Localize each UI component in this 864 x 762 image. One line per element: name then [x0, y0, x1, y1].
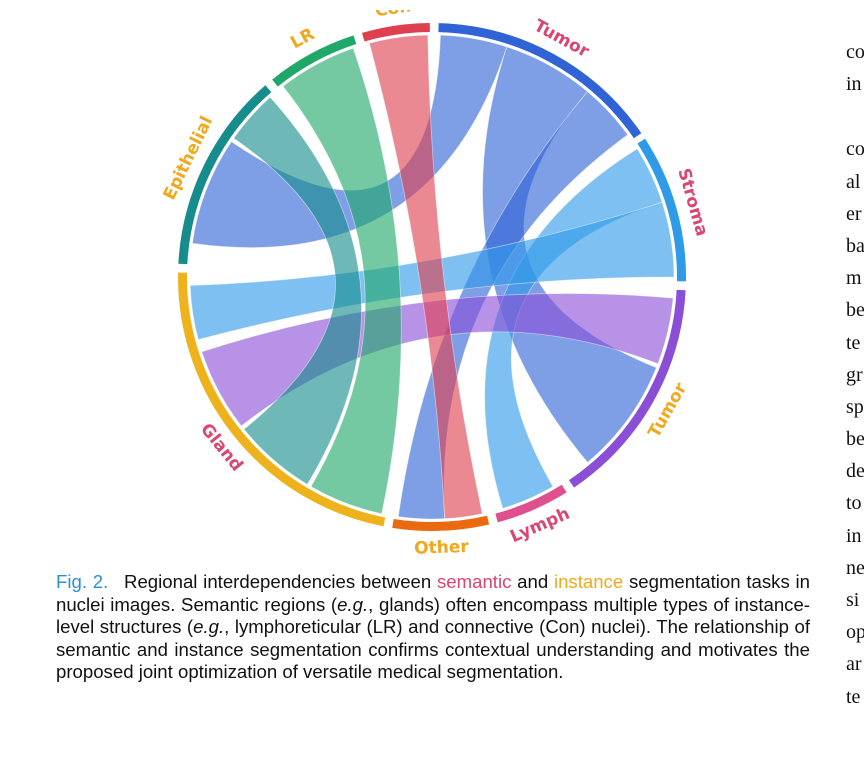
caption-eg-2: e.g.: [193, 616, 225, 637]
arcs-layer: [178, 23, 686, 531]
side-line: ne: [846, 556, 864, 579]
ribbons-layer: [189, 34, 675, 520]
side-line: ba: [846, 234, 864, 257]
chord-diagram: TumorStromaTumorLymphOtherGlandEpithelia…: [160, 10, 712, 559]
side-line: al: [846, 170, 861, 193]
caption-text-3: segmentation tasks in nuclei images. Sem…: [56, 571, 810, 615]
side-line: be: [846, 428, 864, 451]
side-line: er: [846, 202, 862, 225]
ribbon-epithelial-gland: [233, 96, 362, 485]
figure-label: Fig. 2.: [56, 571, 109, 592]
side-line: co: [846, 41, 864, 63]
ribbon-tumor_sem-epithelial: [191, 34, 508, 248]
caption-text-4: , glands) often encompass multiple types…: [56, 593, 810, 638]
arc-tumor_ins: [569, 289, 686, 488]
arc-tumor_sem: [438, 23, 642, 139]
arc-label-lr: LR: [287, 24, 318, 53]
caption-text-1: Regional interdependencies between: [124, 571, 437, 592]
side-line: be: [846, 299, 864, 322]
side-line: to: [846, 492, 862, 515]
side-line: sp: [846, 395, 864, 418]
side-line: co: [846, 138, 864, 161]
arc-epithelial: [178, 85, 272, 265]
adjacent-column-text: co in co al er ba m be te gr sp be de to…: [846, 36, 864, 713]
ribbon-tumor_ins-gland: [201, 293, 674, 427]
side-line: de: [846, 460, 864, 483]
side-line: si: [846, 589, 860, 611]
ribbon-con-other: [368, 34, 483, 520]
side-line: in: [846, 73, 862, 96]
arc-lr: [272, 35, 357, 87]
side-line: op: [846, 621, 864, 644]
caption-semantic: semantic: [436, 571, 512, 592]
side-line: te: [846, 331, 861, 354]
caption-text-5: , lymphoreticular (LR) and connective (C…: [56, 616, 810, 682]
figure-caption: Fig. 2. Regional interdependencies betwe…: [56, 571, 810, 684]
side-line: m: [846, 267, 862, 290]
caption-eg-1: e.g.: [337, 593, 369, 615]
arc-label-con: Con: [374, 10, 413, 21]
ribbon-lr-gland: [282, 47, 402, 515]
side-line: in: [846, 524, 862, 547]
caption-instance: instance: [553, 571, 624, 592]
side-line: ar: [846, 653, 862, 676]
arc-label-other: Other: [414, 537, 470, 559]
arc-other: [392, 515, 490, 531]
side-line: gr: [846, 363, 863, 386]
arc-lymph: [495, 484, 567, 523]
side-line: te: [846, 685, 861, 708]
arc-con: [361, 23, 430, 42]
arc-stroma: [637, 138, 686, 282]
arc-gland: [178, 272, 386, 527]
caption-text-2: and: [511, 571, 554, 592]
